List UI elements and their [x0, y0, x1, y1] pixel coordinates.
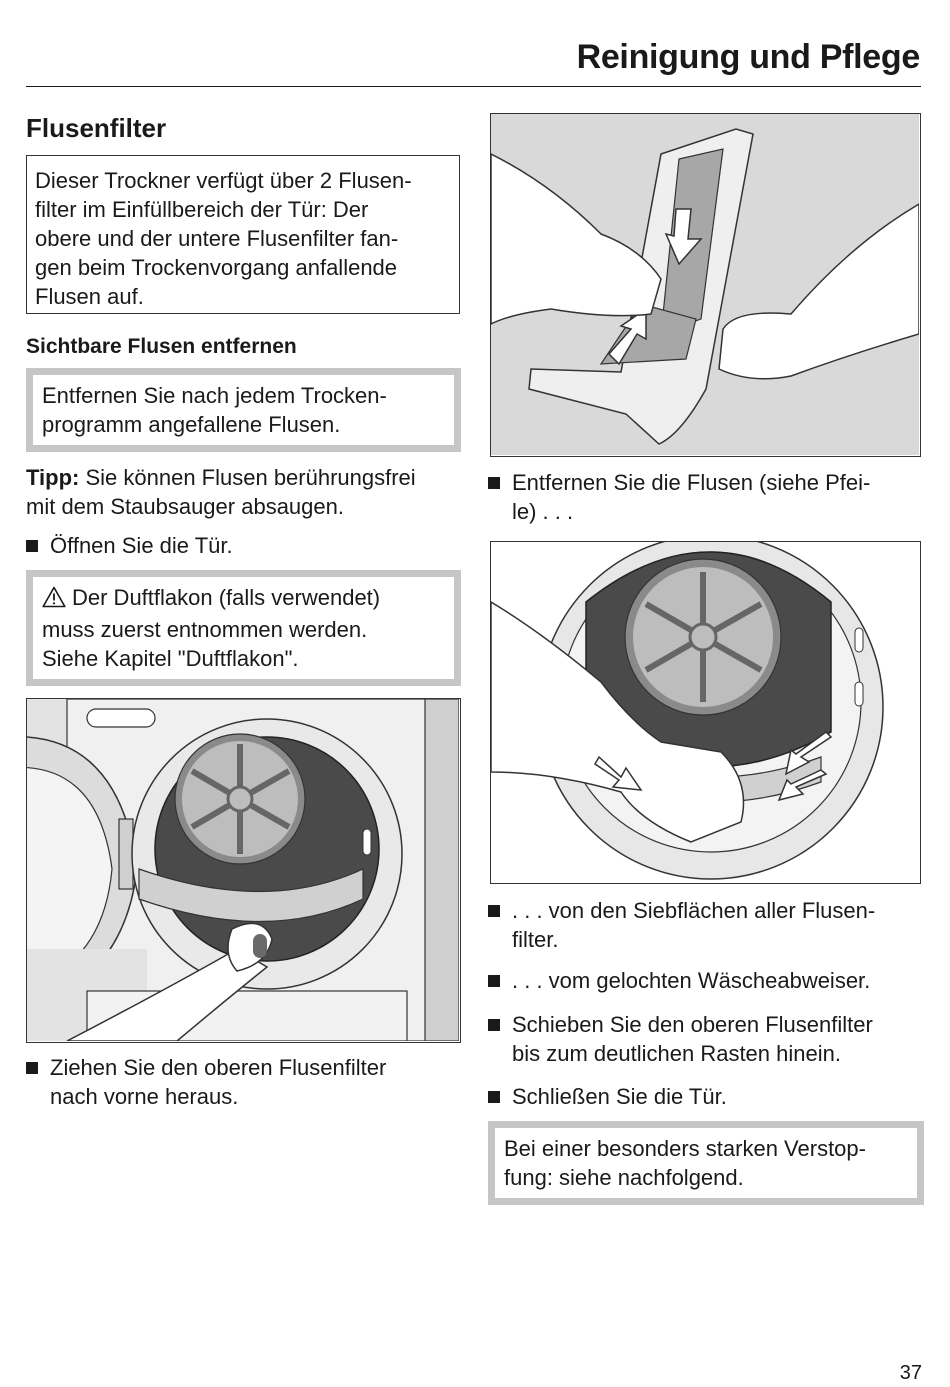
intro-line: obere und der untere Flusenfilter fan- [35, 226, 399, 251]
step-text: Entfernen Sie die Flusen (siehe Pfei- [512, 470, 871, 495]
bullet-square [488, 1019, 500, 1031]
warning-text-line2: muss zuerst entnommen werden. [42, 617, 368, 642]
step-push-filter: Schieben Sie den oberen Flusenfilter bis… [488, 1010, 942, 1068]
figure-lint-filter [490, 113, 921, 457]
subsection-title: Sichtbare Flusen entfernen [26, 335, 297, 358]
final-note-line: Bei einer besonders starken Verstop- [504, 1136, 866, 1161]
step-text-line2: le) . . . [512, 499, 574, 524]
step-pull-filter: Ziehen Sie den oberen Flusenfilter nach … [26, 1053, 480, 1111]
section-title: Flusenfilter [26, 113, 167, 143]
final-note-line2: fung: siehe nachfolgend. [504, 1165, 744, 1190]
drum-illustration [491, 542, 919, 882]
step-text: Ziehen Sie den oberen Flusenfilter [50, 1055, 387, 1080]
intro-line: gen beim Trockenvorgang anfallende [35, 255, 398, 280]
step-open-door: Öffnen Sie die Tür. [26, 531, 480, 560]
tip-paragraph: Tipp: Sie können Flusen berührungsfrei m… [26, 463, 466, 521]
figure-pull-filter [26, 698, 461, 1043]
page-header-title: Reinigung und Pflege [576, 38, 921, 76]
header-divider [26, 86, 921, 87]
tip-label: Tipp: [26, 465, 80, 490]
step-text: . . . von den Siebflächen aller Flusen- [512, 898, 876, 923]
intro-line: Flusen auf. [35, 284, 144, 309]
step-text: Schließen Sie die Tür. [512, 1084, 727, 1109]
tip-text: Sie können Flusen berührungsfrei [79, 465, 416, 490]
instruction-line: programm angefallene Flusen. [42, 412, 341, 437]
step-text: Schieben Sie den oberen Flusenfilter [512, 1012, 873, 1037]
intro-line: filter im Einfüllbereich der Tür: Der [35, 197, 369, 222]
final-note-box: Bei einer besonders starken Verstop- fun… [488, 1121, 924, 1205]
tip-text-line2: mit dem Staubsauger absaugen. [26, 494, 344, 519]
step-text-line2: nach vorne heraus. [50, 1084, 239, 1109]
step-close-door: Schließen Sie die Tür. [488, 1082, 942, 1111]
warning-text: Der Duftflakon (falls verwendet) [72, 585, 381, 610]
step-text: . . . vom gelochten Wäscheabweiser. [512, 968, 871, 993]
instruction-line: Entfernen Sie nach jedem Trocken- [42, 383, 387, 408]
page-number: 37 [899, 1362, 922, 1384]
warning-text-line3: Siehe Kapitel "Duftflakon". [42, 646, 299, 671]
warning-box: Der Duftflakon (falls verwendet) muss zu… [26, 570, 461, 686]
bullet-square [26, 540, 38, 552]
dryer-door-illustration [27, 699, 459, 1041]
step-text: Öffnen Sie die Tür. [50, 533, 233, 558]
step-remove-lint: Entfernen Sie die Flusen (siehe Pfei- le… [488, 468, 942, 526]
bullet-square [488, 477, 500, 489]
step-text-line2: bis zum deutlichen Rasten hinein. [512, 1041, 841, 1066]
lint-filter-illustration [491, 114, 919, 455]
warning-triangle-icon [42, 586, 66, 615]
step-sieve: . . . von den Siebflächen aller Flusen- … [488, 896, 942, 954]
step-deflector: . . . vom gelochten Wäscheabweiser. [488, 966, 942, 995]
bullet-square [488, 1091, 500, 1103]
step-text-line2: filter. [512, 927, 559, 952]
intro-box: Dieser Trockner verfügt über 2 Flusen- f… [26, 155, 460, 314]
instruction-box: Entfernen Sie nach jedem Trocken- progra… [26, 368, 461, 452]
bullet-square [488, 905, 500, 917]
bullet-square [488, 975, 500, 987]
figure-drum-filter [490, 541, 921, 884]
intro-line: Dieser Trockner verfügt über 2 Flusen- [35, 168, 412, 193]
bullet-square [26, 1062, 38, 1074]
